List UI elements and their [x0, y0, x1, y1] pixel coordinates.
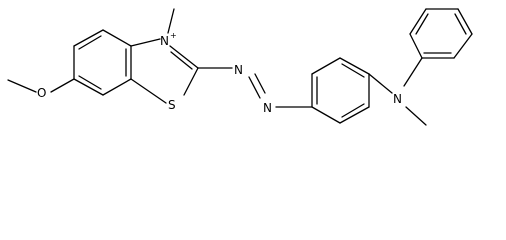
- bond: [7, 79, 37, 93]
- structure-canvas: N + S O N N N: [7, 8, 473, 126]
- bond: [403, 57, 423, 87]
- double-bond-inner: [341, 103, 365, 118]
- bond: [409, 33, 423, 59]
- bond: [73, 29, 104, 47]
- bond: [130, 38, 161, 47]
- bond: [50, 78, 75, 93]
- bond: [311, 57, 341, 75]
- phenylene-ring: [311, 57, 370, 124]
- bond: [130, 78, 167, 104]
- n-methyl-bond: [405, 106, 427, 126]
- thiazolium-ring: [130, 38, 199, 104]
- bond: [339, 106, 370, 124]
- amine-substituents: [368, 57, 427, 126]
- bond: [73, 78, 104, 96]
- ring-sulfur-label: S: [168, 98, 176, 112]
- azo-nitrogen-2-label: N: [263, 101, 272, 115]
- bond: [102, 78, 132, 96]
- double-bond-inner: [254, 73, 266, 94]
- bond: [457, 8, 473, 35]
- bond: [368, 73, 393, 94]
- double-bond-inner: [415, 13, 429, 35]
- bond: [183, 67, 199, 96]
- double-bond-inner: [454, 13, 467, 35]
- methoxy-group: [7, 78, 75, 93]
- bond: [409, 8, 427, 35]
- double-bond-inner: [78, 75, 102, 90]
- azo-linkage: [197, 67, 313, 108]
- double-bond-inner: [170, 51, 193, 70]
- amine-nitrogen-label: N: [393, 92, 402, 106]
- bond: [102, 29, 132, 47]
- phenyl-ring: [409, 8, 473, 59]
- bond: [453, 33, 473, 59]
- ring-nitrogen-label: N: [160, 34, 169, 48]
- chemical-structure-diagram: N + S O N N N: [7, 8, 473, 126]
- positive-charge-label: +: [170, 31, 177, 40]
- bond: [248, 76, 261, 99]
- methoxy-oxygen-label: O: [37, 86, 46, 100]
- double-bond-inner: [78, 35, 102, 50]
- benzothiazole-benzene-ring: [73, 29, 132, 96]
- bond: [339, 57, 370, 75]
- bond: [311, 106, 341, 124]
- azo-nitrogen-1-label: N: [234, 63, 243, 77]
- double-bond-inner: [341, 63, 365, 78]
- n-methyl-bond: [167, 8, 175, 34]
- bond: [169, 45, 199, 69]
